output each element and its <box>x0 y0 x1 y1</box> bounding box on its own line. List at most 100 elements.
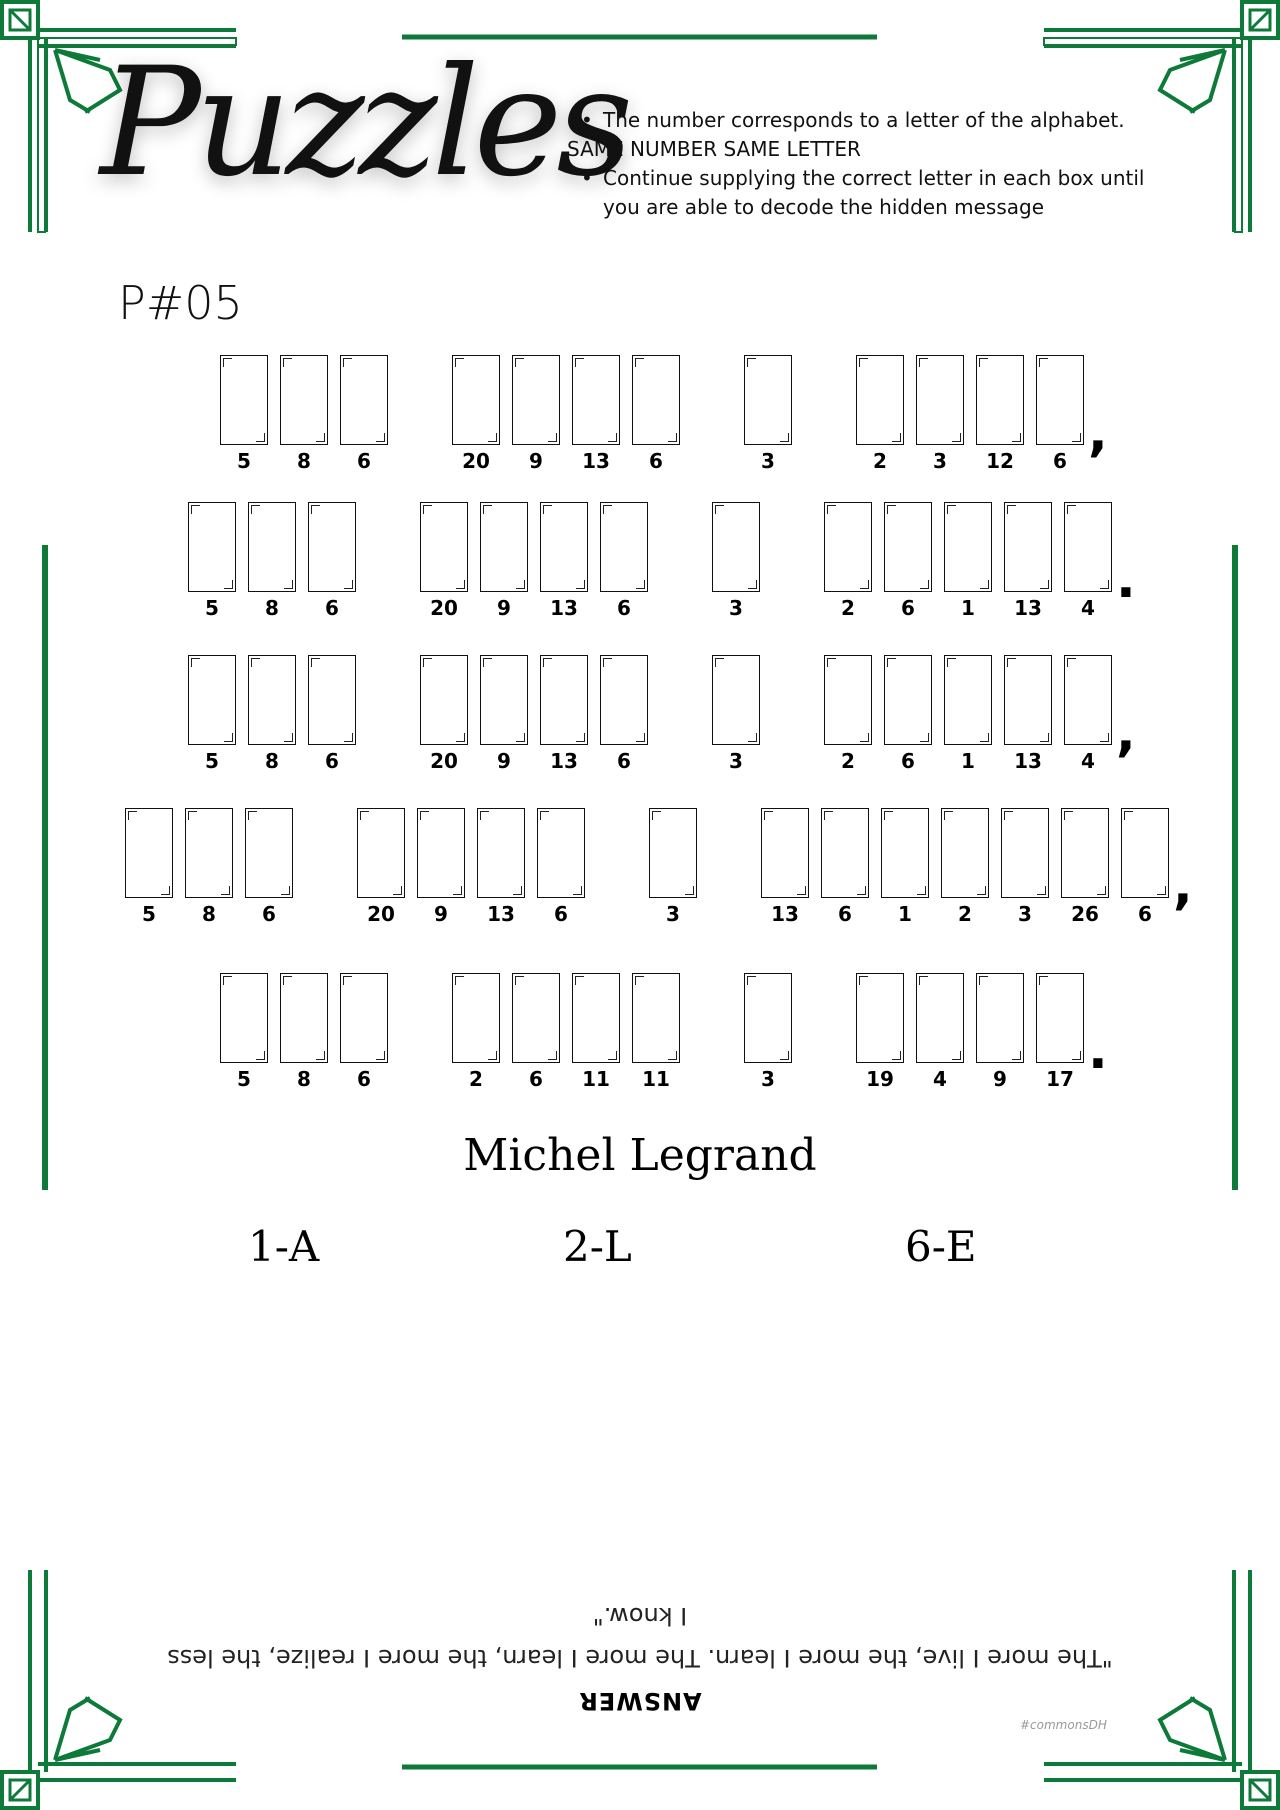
letter-box[interactable] <box>512 355 560 445</box>
letter-box[interactable] <box>941 808 989 898</box>
key-hint: 1-A <box>248 1222 320 1271</box>
letter-box[interactable] <box>1121 808 1169 898</box>
letter-box[interactable] <box>480 502 528 592</box>
letter-box[interactable] <box>420 502 468 592</box>
cipher-number: 8 <box>265 596 279 620</box>
letter-box[interactable] <box>916 355 964 445</box>
letter-box[interactable] <box>537 808 585 898</box>
letter-box[interactable] <box>540 655 588 745</box>
letter-box[interactable] <box>417 808 465 898</box>
letter-box[interactable] <box>1036 973 1084 1063</box>
letter-box[interactable] <box>824 655 872 745</box>
letter-box[interactable] <box>976 355 1024 445</box>
letter-box[interactable] <box>340 973 388 1063</box>
letter-box[interactable] <box>540 502 588 592</box>
letter-cell: 19 <box>856 973 904 1091</box>
letter-box[interactable] <box>1064 502 1112 592</box>
cipher-number: 13 <box>1014 749 1042 773</box>
letter-box[interactable] <box>248 502 296 592</box>
letter-cell: 6 <box>1036 355 1084 473</box>
letter-box[interactable] <box>944 655 992 745</box>
letter-cell: 2 <box>824 502 872 620</box>
letter-box[interactable] <box>1064 655 1112 745</box>
letter-box[interactable] <box>1001 808 1049 898</box>
letter-box[interactable] <box>744 355 792 445</box>
cipher-number: 3 <box>666 902 680 926</box>
cipher-number: 5 <box>205 596 219 620</box>
letter-box[interactable] <box>188 655 236 745</box>
line-punctuation: . <box>1088 1021 1108 1081</box>
cipher-number: 3 <box>761 1067 775 1091</box>
letter-box[interactable] <box>308 502 356 592</box>
letter-box[interactable] <box>632 973 680 1063</box>
letter-box[interactable] <box>884 655 932 745</box>
letter-box[interactable] <box>744 973 792 1063</box>
line-punctuation: , <box>1088 403 1108 463</box>
letter-box[interactable] <box>712 502 760 592</box>
letter-cell: 8 <box>248 502 296 620</box>
cipher-number: 1 <box>961 596 975 620</box>
letter-box[interactable] <box>340 355 388 445</box>
letter-cell: 6 <box>1121 808 1169 926</box>
letter-box[interactable] <box>856 973 904 1063</box>
letter-box[interactable] <box>357 808 405 898</box>
letter-box[interactable] <box>420 655 468 745</box>
letter-box[interactable] <box>125 808 173 898</box>
letter-box[interactable] <box>245 808 293 898</box>
letter-box[interactable] <box>761 808 809 898</box>
letter-box[interactable] <box>976 973 1024 1063</box>
letter-box[interactable] <box>280 355 328 445</box>
letter-box[interactable] <box>452 973 500 1063</box>
letter-cell: 5 <box>188 655 236 773</box>
letter-cell: 6 <box>245 808 293 926</box>
cipher-number: 6 <box>529 1067 543 1091</box>
letter-box[interactable] <box>512 973 560 1063</box>
letter-cell: 3 <box>712 502 760 620</box>
puzzle-id: P#05 <box>118 276 243 330</box>
letter-box[interactable] <box>712 655 760 745</box>
letter-box[interactable] <box>881 808 929 898</box>
letter-box[interactable] <box>572 355 620 445</box>
letter-box[interactable] <box>220 355 268 445</box>
letter-box[interactable] <box>884 502 932 592</box>
letter-box[interactable] <box>600 655 648 745</box>
letter-box[interactable] <box>572 973 620 1063</box>
letter-cell: 2 <box>452 973 500 1091</box>
letter-box[interactable] <box>480 655 528 745</box>
letter-box[interactable] <box>944 502 992 592</box>
letter-box[interactable] <box>280 973 328 1063</box>
cipher-number: 11 <box>642 1067 670 1091</box>
letter-cell: 20 <box>420 502 468 620</box>
letter-box[interactable] <box>1036 355 1084 445</box>
letter-box[interactable] <box>188 502 236 592</box>
cipher-number: 19 <box>866 1067 894 1091</box>
page-title: Puzzles <box>100 36 633 210</box>
answer-text: "The more I live, the more I learn. The … <box>167 1602 1113 1672</box>
letter-box[interactable] <box>452 355 500 445</box>
letter-cell: 3 <box>1001 808 1049 926</box>
letter-box[interactable] <box>649 808 697 898</box>
letter-box[interactable] <box>916 973 964 1063</box>
cipher-number: 8 <box>265 749 279 773</box>
letter-box[interactable] <box>308 655 356 745</box>
cipher-number: 20 <box>430 749 458 773</box>
rule-item: The number corresponds to a letter of th… <box>565 106 1165 135</box>
cipher-number: 6 <box>262 902 276 926</box>
letter-box[interactable] <box>600 502 648 592</box>
letter-box[interactable] <box>477 808 525 898</box>
letter-box[interactable] <box>821 808 869 898</box>
cipher-number: 5 <box>237 1067 251 1091</box>
letter-box[interactable] <box>1004 655 1052 745</box>
letter-cell: 6 <box>308 502 356 620</box>
letter-box[interactable] <box>856 355 904 445</box>
letter-box[interactable] <box>1061 808 1109 898</box>
letter-cell: 6 <box>632 355 680 473</box>
letter-box[interactable] <box>824 502 872 592</box>
letter-cell: 9 <box>480 655 528 773</box>
letter-box[interactable] <box>220 973 268 1063</box>
letter-box[interactable] <box>632 355 680 445</box>
letter-box[interactable] <box>1004 502 1052 592</box>
letter-box[interactable] <box>248 655 296 745</box>
letter-cell: 2 <box>824 655 872 773</box>
letter-box[interactable] <box>185 808 233 898</box>
